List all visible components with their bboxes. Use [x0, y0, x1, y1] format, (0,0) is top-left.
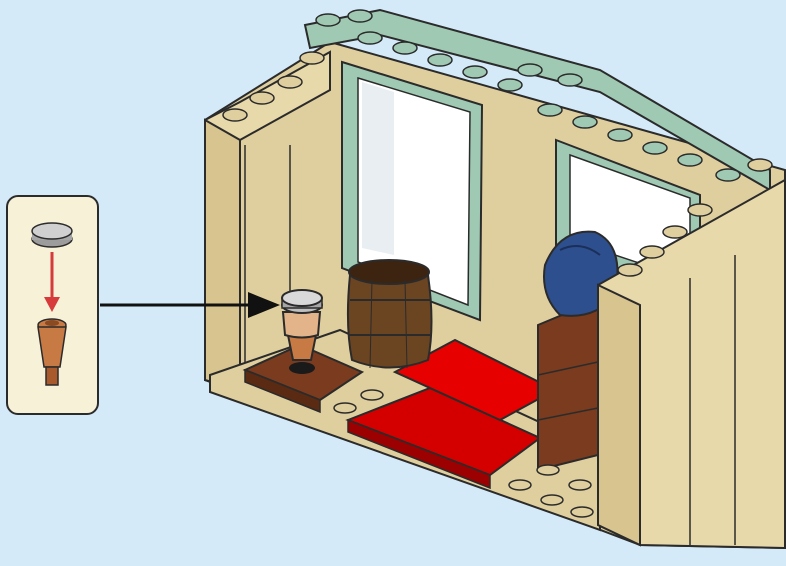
cone-piece-icon — [38, 319, 66, 385]
parts-callout — [6, 195, 99, 415]
attach-arrow-icon — [44, 252, 60, 312]
brown-column — [538, 300, 598, 470]
pointer-arrow — [100, 292, 280, 318]
round-tile-icon — [32, 223, 72, 247]
barrel — [348, 260, 432, 368]
callout-parts — [8, 197, 101, 417]
